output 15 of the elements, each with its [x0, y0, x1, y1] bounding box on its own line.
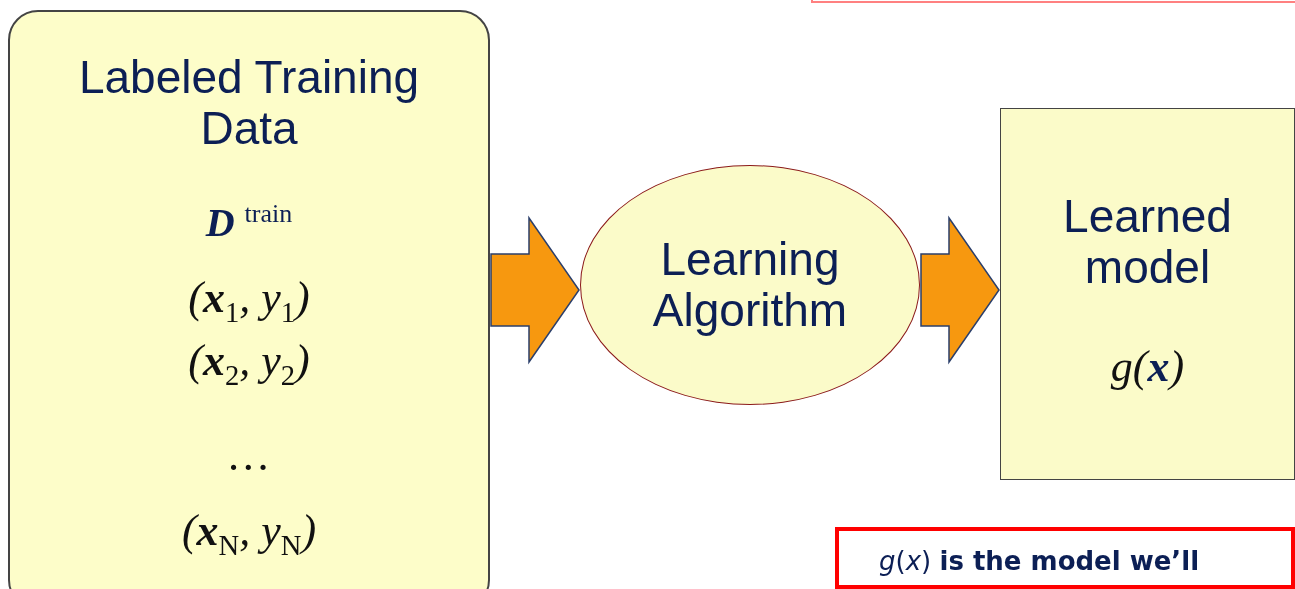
- output-label: Learned model: [1062, 191, 1233, 293]
- block-arrow: [490, 215, 580, 365]
- process-label: Learning Algorithm: [651, 234, 849, 336]
- note-text: g(x) is the model we’ll: [879, 547, 1201, 576]
- pair-text: (x$_{2}$, y$_{2}$): [187, 337, 311, 392]
- pair-text: (x$_{1}$, y$_{1}$): [187, 274, 311, 329]
- data-box: [8, 10, 490, 589]
- ellipsis-text: …: [228, 432, 270, 481]
- block-arrow: [920, 215, 1000, 365]
- formula-text: g(x): [1109, 343, 1186, 392]
- pair-text: (x$_{N}$, y$_{N}$): [180, 507, 318, 562]
- output-box: [1000, 108, 1295, 480]
- title-text: Labeled Training Data: [77, 52, 421, 154]
- note-box: [835, 527, 1295, 589]
- formula-text: D $^{train}$: [204, 200, 294, 246]
